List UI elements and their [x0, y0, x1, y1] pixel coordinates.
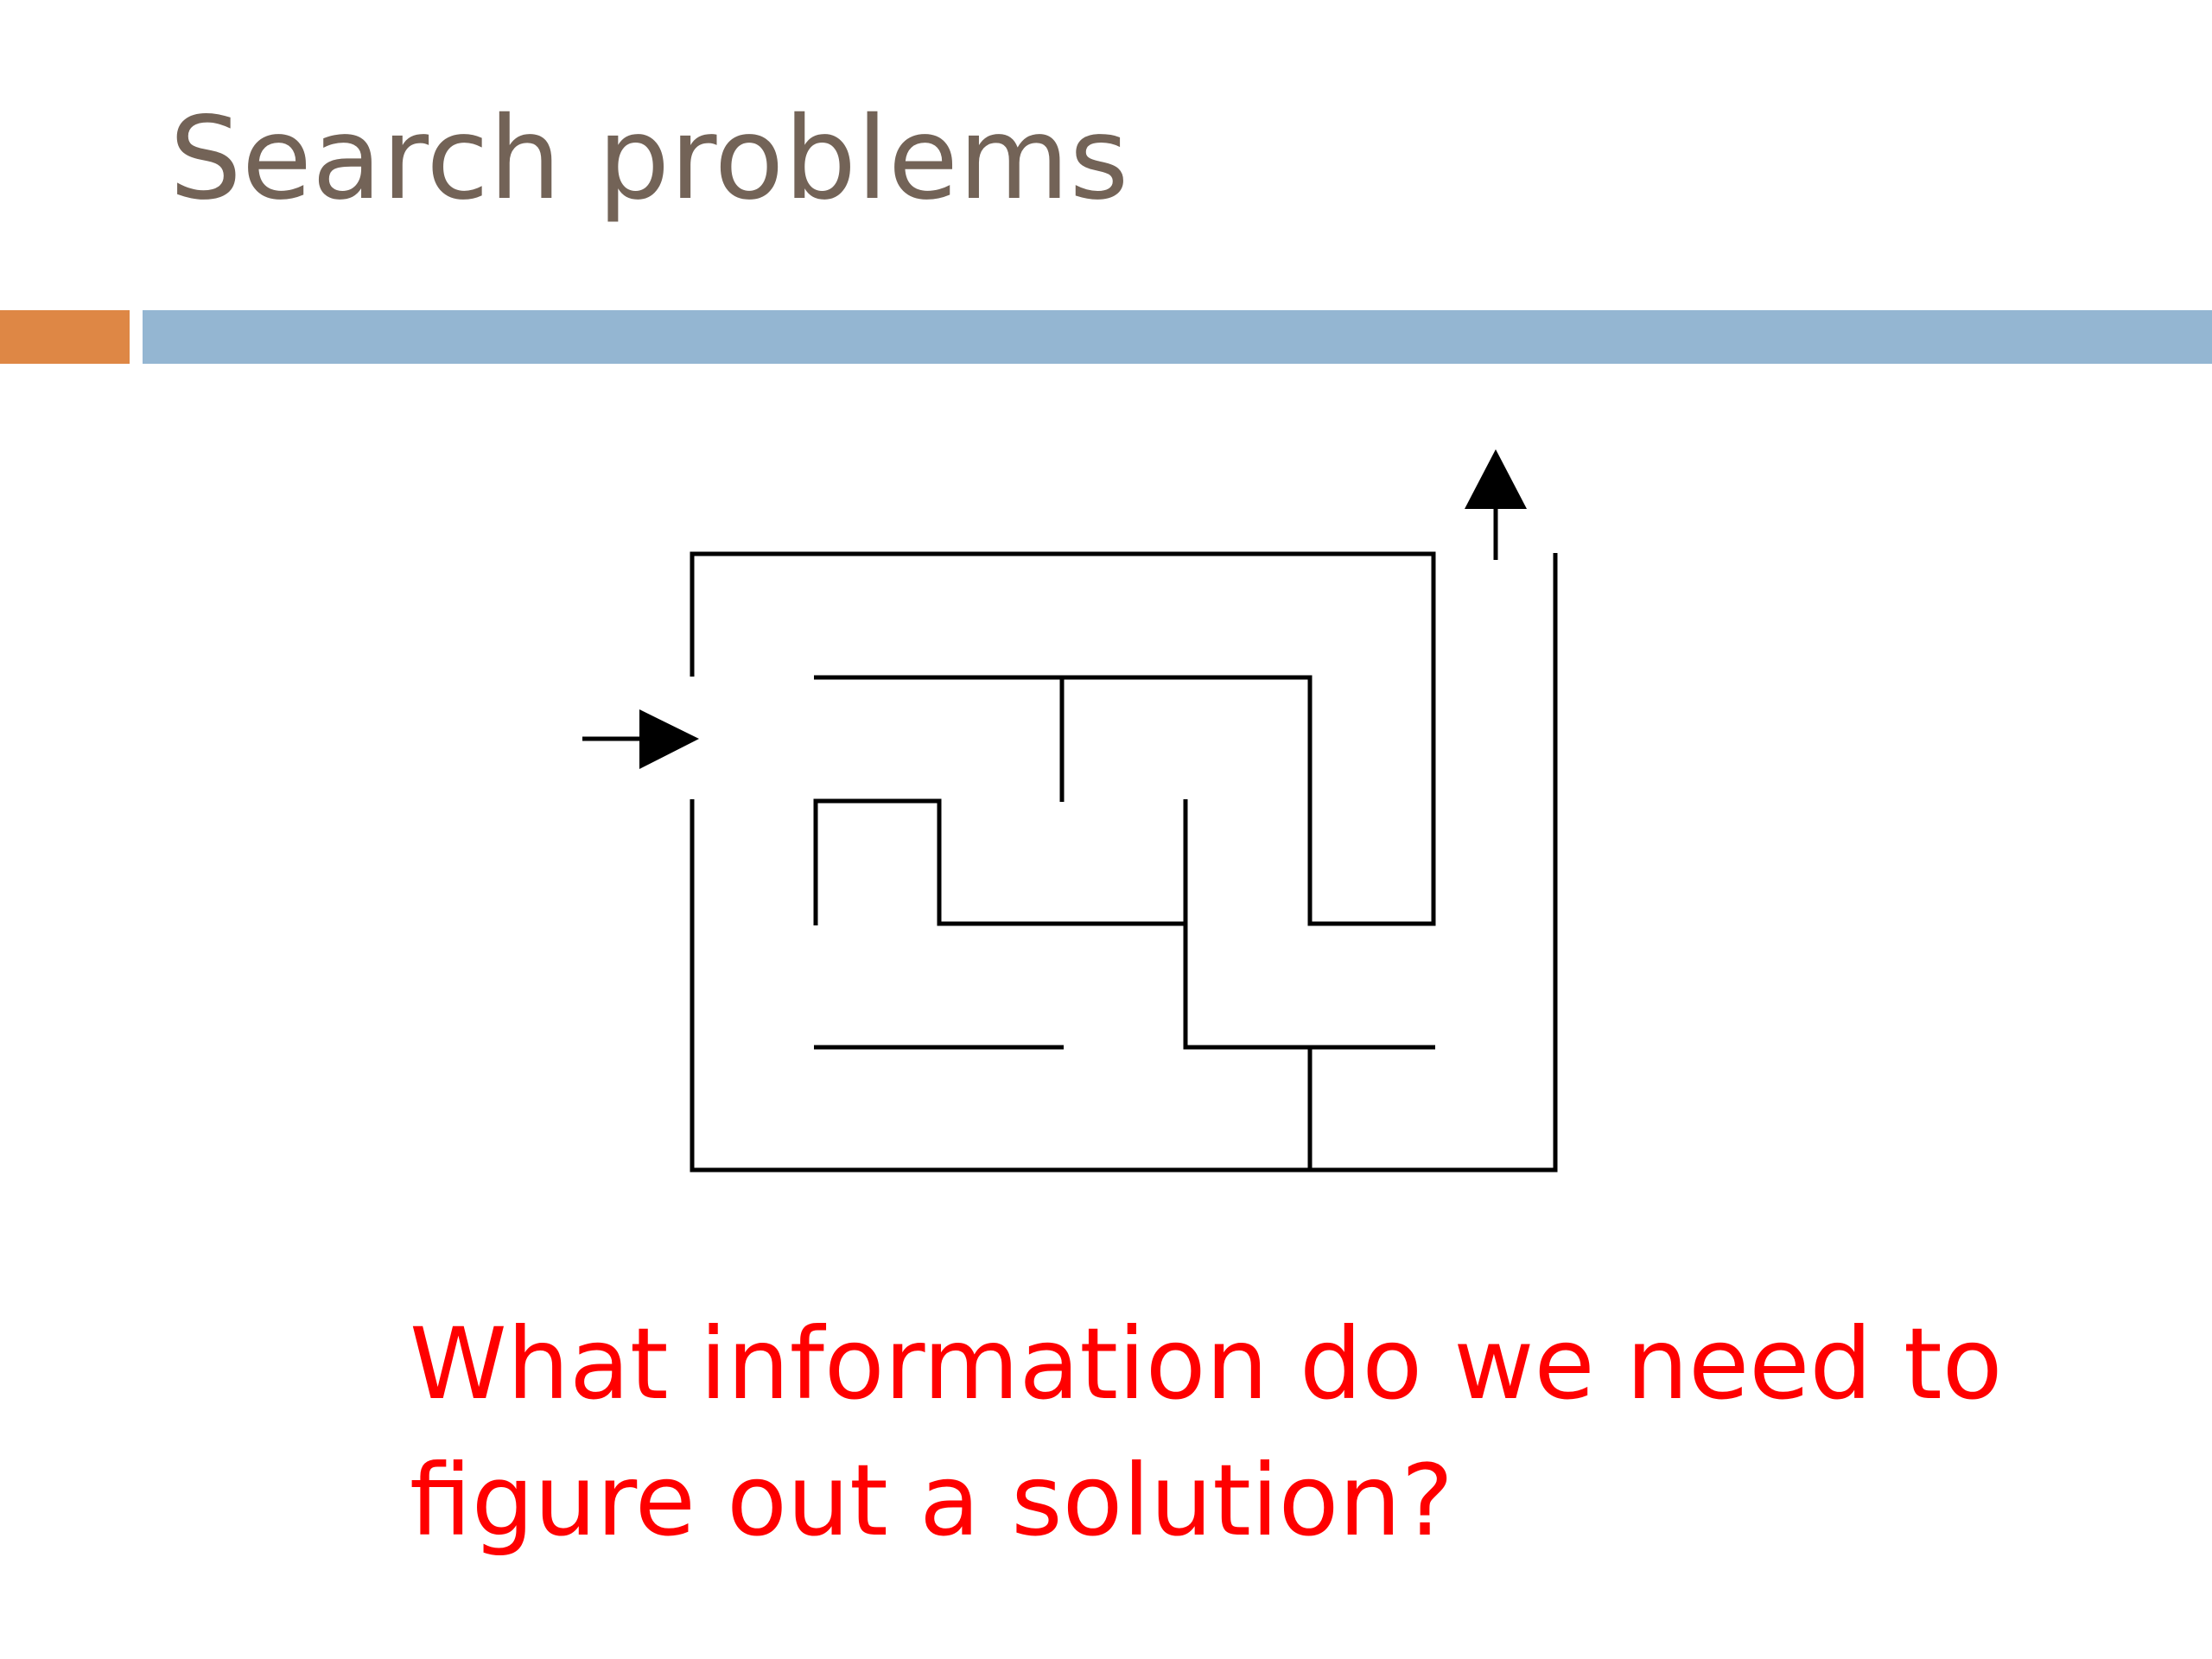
maze-wall-outer-bottom	[690, 553, 1558, 1173]
maze-wall-outer-top	[690, 551, 1436, 926]
maze-wall-inner-2	[813, 798, 1185, 926]
question-text: What information do we need to figure ou…	[410, 1296, 2138, 1569]
question-line-2: figure out a solution?	[410, 1443, 1454, 1558]
maze-walls	[690, 551, 1558, 1173]
up-arrow-icon	[1465, 449, 1527, 560]
title-accent-bar-orange	[0, 310, 130, 364]
entrance-arrow-head	[639, 709, 699, 769]
exit-arrow-head	[1465, 449, 1527, 509]
right-arrow-icon	[582, 709, 699, 769]
title-accent-bar-blue	[143, 310, 2212, 364]
slide-title: Search problems	[169, 92, 1129, 226]
maze-wall-inner-3	[1183, 799, 1435, 1050]
question-line-1: What information do we need to	[410, 1306, 2003, 1421]
